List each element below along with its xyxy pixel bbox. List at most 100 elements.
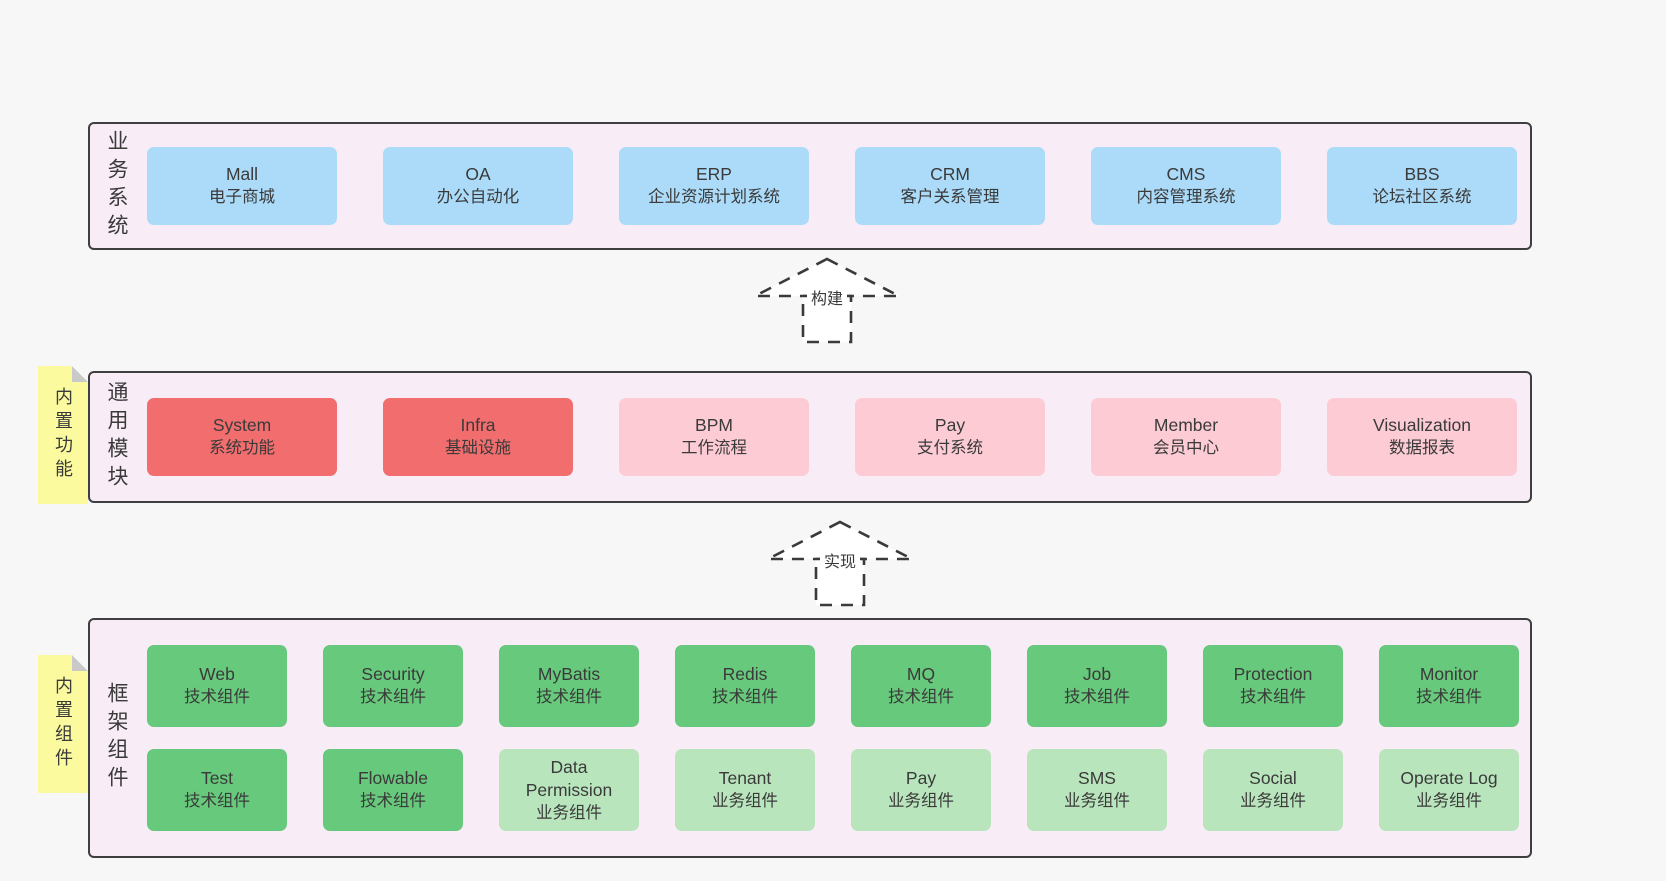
box-desc: 支付系统 xyxy=(917,439,983,457)
layer-framework-components: 框架组件 Web 技术组件 Security 技术组件 MyBatis 技术组件… xyxy=(88,618,1532,858)
layer-components-side-label: 框架组件 xyxy=(105,682,128,794)
modules-box-row: System 系统功能 Infra 基础设施 BPM 工作流程 Pay 支付系统… xyxy=(147,373,1517,501)
box-name: BPM xyxy=(695,415,733,435)
box-protection: Protection 技术组件 xyxy=(1203,645,1343,727)
box-tenant: Tenant 业务组件 xyxy=(675,749,815,831)
box-desc: 业务组件 xyxy=(1416,792,1482,810)
box-desc: 论坛社区系统 xyxy=(1372,188,1472,206)
box-mq: MQ 技术组件 xyxy=(851,645,991,727)
box-name: Web xyxy=(199,664,235,684)
box-name: Mall xyxy=(225,164,259,184)
build-arrow: 构建 xyxy=(727,254,927,346)
box-desc: 技术组件 xyxy=(1240,688,1306,706)
layer-business-side-label: 业务系统 xyxy=(105,130,128,242)
box-cms: CMS 内容管理系统 xyxy=(1091,147,1281,225)
box-desc: 技术组件 xyxy=(360,792,426,810)
box-social: Social 业务组件 xyxy=(1203,749,1343,831)
up-arrow-icon: 构建 xyxy=(754,257,900,344)
layer-common-modules: 通用模块 System 系统功能 Infra 基础设施 BPM 工作流程 Pay… xyxy=(88,371,1532,503)
arrow-label-bg xyxy=(820,548,860,574)
box-name: SMS xyxy=(1078,768,1116,788)
box-name: CRM xyxy=(930,164,970,184)
tag-label: 内置功能 xyxy=(53,387,73,483)
box-visualization: Visualization 数据报表 xyxy=(1327,398,1517,476)
box-oa: OA 办公自动化 xyxy=(383,147,573,225)
box-name: MyBatis xyxy=(537,664,601,684)
box-pay-component: Pay 业务组件 xyxy=(851,749,991,831)
box-operate-log: Operate Log 业务组件 xyxy=(1379,749,1519,831)
arrow-label: 实现 xyxy=(824,553,856,571)
box-desc: 办公自动化 xyxy=(436,188,520,206)
box-name: Pay xyxy=(934,415,966,435)
box-name: Redis xyxy=(722,664,768,684)
box-desc: 电子商城 xyxy=(209,188,275,206)
implement-arrow: 实现 xyxy=(740,517,940,609)
box-desc: 业务组件 xyxy=(1064,792,1130,810)
box-desc: 系统功能 xyxy=(209,439,275,457)
components-row-1: Web 技术组件 Security 技术组件 MyBatis 技术组件 Redi… xyxy=(147,645,1519,727)
components-row-2: Test 技术组件 Flowable 技术组件 Data Permission … xyxy=(147,749,1519,831)
box-desc: 会员中心 xyxy=(1153,439,1219,457)
box-member: Member 会员中心 xyxy=(1091,398,1281,476)
box-pay-module: Pay 支付系统 xyxy=(855,398,1045,476)
builtin-functions-tag: 内置功能 xyxy=(38,366,88,504)
box-name: Tenant xyxy=(718,768,772,788)
box-name: Security xyxy=(361,664,425,684)
box-name: Infra xyxy=(460,415,496,435)
box-web: Web 技术组件 xyxy=(147,645,287,727)
box-mall: Mall 电子商城 xyxy=(147,147,337,225)
box-desc: 技术组件 xyxy=(1064,688,1130,706)
box-sms: SMS 业务组件 xyxy=(1027,749,1167,831)
box-desc: 业务组件 xyxy=(712,792,778,810)
box-name: Job xyxy=(1082,664,1112,684)
box-desc: 基础设施 xyxy=(445,439,511,457)
box-crm: CRM 客户关系管理 xyxy=(855,147,1045,225)
box-name: Operate Log xyxy=(1400,768,1498,788)
box-name: Test xyxy=(200,768,234,788)
box-system: System 系统功能 xyxy=(147,398,337,476)
builtin-components-tag: 内置组件 xyxy=(38,655,88,793)
box-mybatis: MyBatis 技术组件 xyxy=(499,645,639,727)
layer-modules-side-label: 通用模块 xyxy=(105,381,128,493)
arrow-label: 构建 xyxy=(811,290,843,308)
box-name: Social xyxy=(1249,768,1297,788)
box-name: CMS xyxy=(1166,164,1206,184)
box-job: Job 技术组件 xyxy=(1027,645,1167,727)
arrow-label-bg xyxy=(807,285,847,311)
box-desc: 工作流程 xyxy=(681,439,747,457)
box-bbs: BBS 论坛社区系统 xyxy=(1327,147,1517,225)
box-desc: 技术组件 xyxy=(712,688,778,706)
box-redis: Redis 技术组件 xyxy=(675,645,815,727)
box-flowable: Flowable 技术组件 xyxy=(323,749,463,831)
box-erp: ERP 企业资源计划系统 xyxy=(619,147,809,225)
box-desc: 技术组件 xyxy=(1416,688,1482,706)
layer-business-systems: 业务系统 Mall 电子商城 OA 办公自动化 ERP 企业资源计划系统 CRM… xyxy=(88,122,1532,250)
box-desc: 技术组件 xyxy=(536,688,602,706)
box-desc: 业务组件 xyxy=(1240,792,1306,810)
box-name: ERP xyxy=(696,164,732,184)
box-desc: 数据报表 xyxy=(1389,439,1455,457)
box-test: Test 技术组件 xyxy=(147,749,287,831)
box-name: Member xyxy=(1153,415,1219,435)
box-name: Data Permission xyxy=(525,756,613,800)
box-monitor: Monitor 技术组件 xyxy=(1379,645,1519,727)
box-name: Pay xyxy=(905,768,937,788)
business-box-row: Mall 电子商城 OA 办公自动化 ERP 企业资源计划系统 CRM 客户关系… xyxy=(147,124,1517,248)
box-desc: 业务组件 xyxy=(536,803,602,822)
box-name: System xyxy=(212,415,272,435)
box-desc: 技术组件 xyxy=(888,688,954,706)
box-name: MQ xyxy=(906,664,936,684)
box-desc: 技术组件 xyxy=(360,688,426,706)
box-bpm: BPM 工作流程 xyxy=(619,398,809,476)
box-name: Flowable xyxy=(357,768,429,788)
box-desc: 企业资源计划系统 xyxy=(648,188,780,206)
box-desc: 技术组件 xyxy=(184,792,250,810)
box-name: BBS xyxy=(1404,164,1440,184)
tag-label: 内置组件 xyxy=(53,676,73,772)
box-desc: 技术组件 xyxy=(184,688,250,706)
up-arrow-icon: 实现 xyxy=(767,520,913,607)
box-data-permission: Data Permission 业务组件 xyxy=(499,749,639,831)
box-name: Visualization xyxy=(1373,415,1471,435)
box-infra: Infra 基础设施 xyxy=(383,398,573,476)
